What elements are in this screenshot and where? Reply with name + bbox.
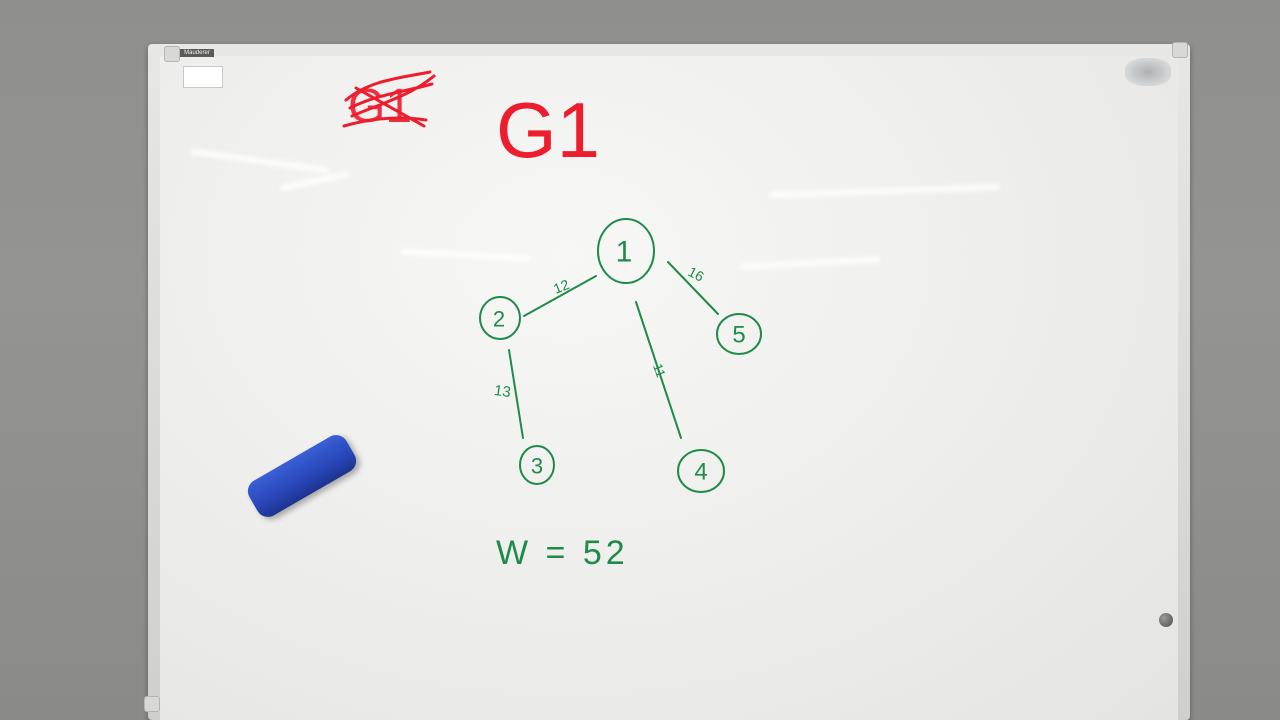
edge-weight-1-5: 16 xyxy=(685,263,706,285)
edge-2-3 xyxy=(508,349,524,439)
edge-weight-1-2: 12 xyxy=(551,276,572,297)
frame-corner-bottom-left xyxy=(144,696,160,712)
node-2-circle xyxy=(479,296,521,340)
node-3-circle xyxy=(519,445,555,485)
frame-corner-top-right xyxy=(1172,42,1188,58)
node-3-label: 3 xyxy=(531,454,543,479)
scribble-strikeout xyxy=(342,70,436,128)
edge-1-4 xyxy=(635,301,682,439)
edge-1-5 xyxy=(667,261,719,315)
edge-weight-2-3: 13 xyxy=(493,382,512,401)
board-sticker xyxy=(183,66,223,88)
node-5-label: 5 xyxy=(732,322,745,349)
node-1-label: 1 xyxy=(616,236,633,269)
node-2-label: 2 xyxy=(493,307,505,332)
node-5-circle xyxy=(716,313,762,355)
edge-weight-1-4: 11 xyxy=(650,362,669,380)
graph-edges xyxy=(508,261,719,439)
board-title: G1 xyxy=(496,86,600,174)
magnet-pin xyxy=(1159,613,1173,627)
whiteboard-surface xyxy=(160,56,1178,720)
brand-label: Mauderer xyxy=(180,49,214,57)
node-4-circle xyxy=(677,449,725,493)
node-4-label: 4 xyxy=(694,459,707,486)
edge-1-2 xyxy=(523,275,597,317)
weight-summary: W = 52 xyxy=(496,534,629,572)
frame-corner-top-left xyxy=(164,46,180,62)
ink-smudge xyxy=(1125,58,1171,86)
node-1-circle xyxy=(597,218,655,284)
